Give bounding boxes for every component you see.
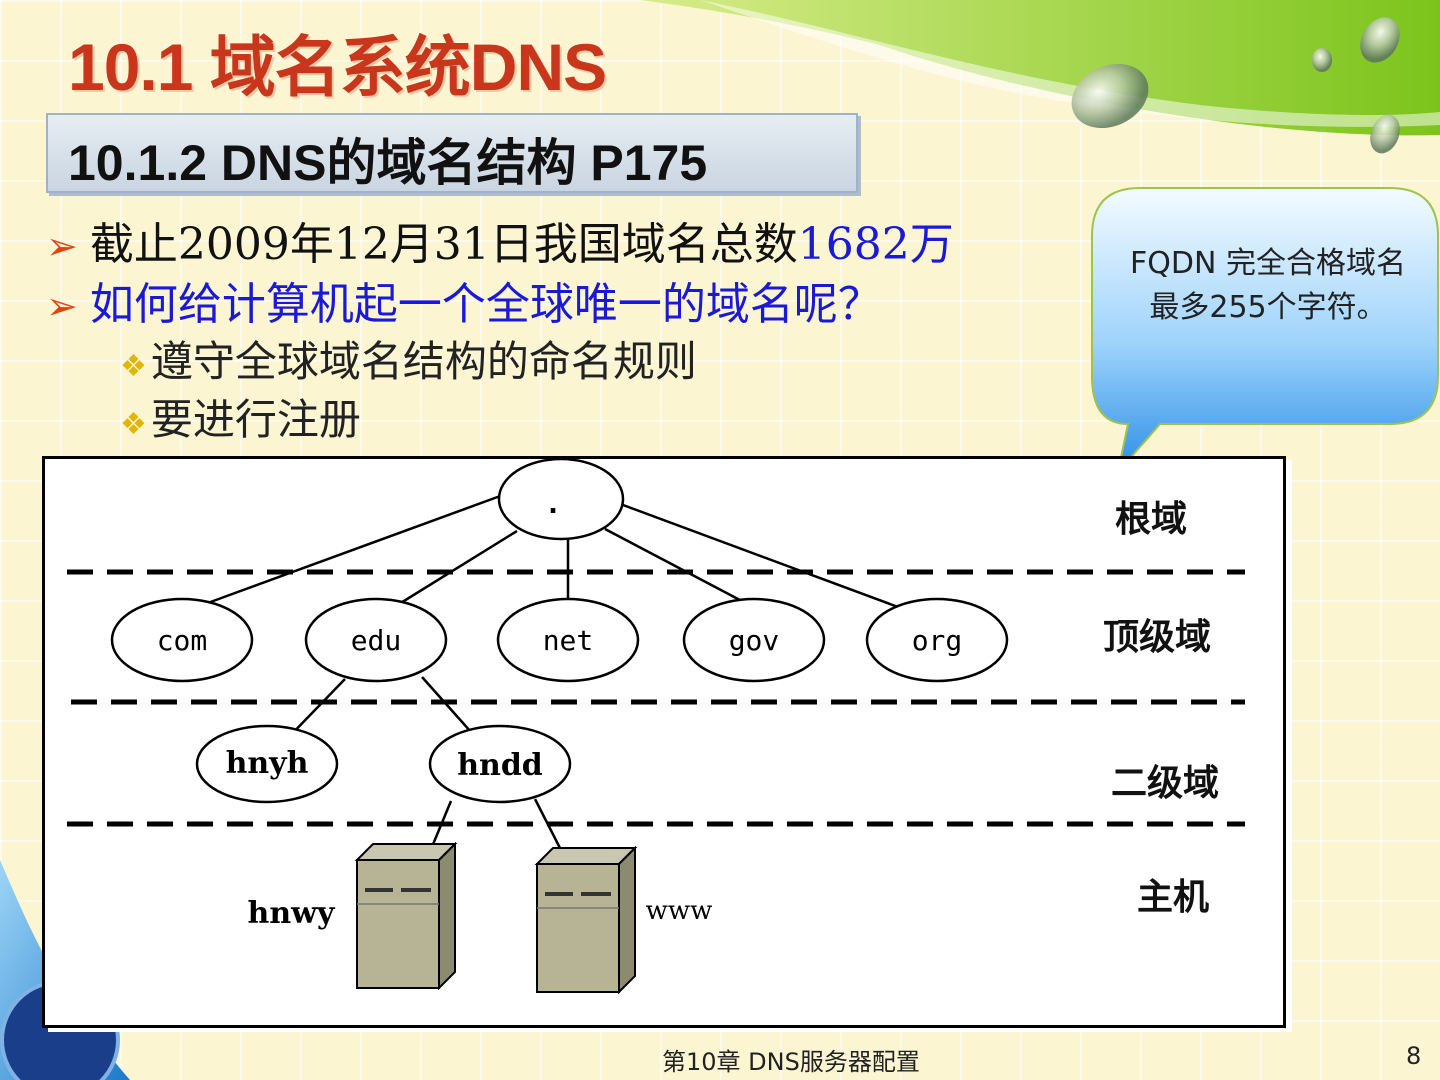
footer-chapter: 第10章 DNS服务器配置 (662, 1048, 920, 1076)
callout-bubble (1091, 187, 1439, 476)
bullet-question: ➢如何给计算机起一个全球唯一的域名呢？ (46, 268, 882, 332)
page-title: 10.1 域名系统DNS (68, 30, 607, 104)
level-label-root: 根域 (1115, 499, 1187, 540)
sub-bullet-naming-rules-text: 遵守全球域名结构的命名规则 (150, 337, 697, 386)
diamond-bullet-icon: ❖ (120, 349, 147, 384)
tld-node-edu (304, 597, 448, 683)
dns-tree-svg: . com edu net gov org hnyh hndd hnwy www… (67, 459, 1245, 995)
domain-count-highlight: 1682万 (797, 219, 954, 270)
root-node (497, 459, 625, 541)
sld-label-hnyh: hnyh (226, 746, 309, 781)
host-label-hnwy: hnwy (248, 896, 336, 931)
host-label-www: www (646, 896, 713, 926)
arrow-bullet-icon: ➢ (46, 224, 78, 268)
page-number: 8 (1406, 1042, 1422, 1070)
water-drop-icon (1312, 48, 1332, 72)
bullet-question-text: 如何给计算机起一个全球唯一的域名呢？ (89, 279, 882, 330)
water-drop-icon (1071, 63, 1149, 129)
root-node-label: . (545, 487, 562, 520)
sub-bullet-register: ❖要进行注册 (120, 386, 361, 447)
diamond-bullet-icon: ❖ (120, 407, 147, 442)
level-label-host: 主机 (1137, 877, 1209, 918)
tree-nodes (110, 459, 1009, 804)
water-drop-icon (1370, 114, 1400, 154)
tld-label-net: net (543, 624, 594, 657)
water-drop-icon (1360, 17, 1400, 63)
tld-label-com: com (157, 624, 208, 657)
section-heading: 10.1.2 DNS的域名结构 P175 (68, 135, 708, 191)
bullet-domain-count-text: 截止2009年12月31日我国域名总数 (89, 219, 798, 270)
server-icon (354, 841, 458, 991)
callout-text: FQDN 完全合格域名 最多255个字符。 (1130, 246, 1406, 325)
sld-label-hndd: hndd (457, 748, 543, 783)
tld-label-edu: edu (351, 624, 402, 657)
level-dividers (67, 569, 1245, 827)
sub-bullet-register-text: 要进行注册 (150, 395, 361, 444)
arrow-bullet-icon: ➢ (46, 284, 78, 328)
sld-node-hnyh (195, 724, 339, 804)
tld-label-org: org (912, 624, 963, 657)
tld-node-gov (682, 597, 826, 683)
dns-tree-diagram: . com edu net gov org hnyh hndd hnwy www… (42, 456, 1286, 1028)
level-label-sld: 二级域 (1111, 763, 1219, 804)
server-icon (534, 845, 638, 995)
tld-node-org (865, 597, 1009, 683)
tld-node-net (496, 597, 640, 683)
section-heading-box: 10.1.2 DNS的域名结构 P175 (46, 113, 858, 193)
sub-bullet-naming-rules: ❖遵守全球域名结构的命名规则 (120, 328, 697, 389)
sld-node-hndd (428, 724, 572, 804)
bullet-domain-count: ➢截止2009年12月31日我国域名总数1682万 (46, 208, 954, 272)
tld-node-com (110, 597, 254, 683)
tld-label-gov: gov (729, 624, 780, 657)
level-label-tld: 顶级域 (1103, 617, 1211, 658)
